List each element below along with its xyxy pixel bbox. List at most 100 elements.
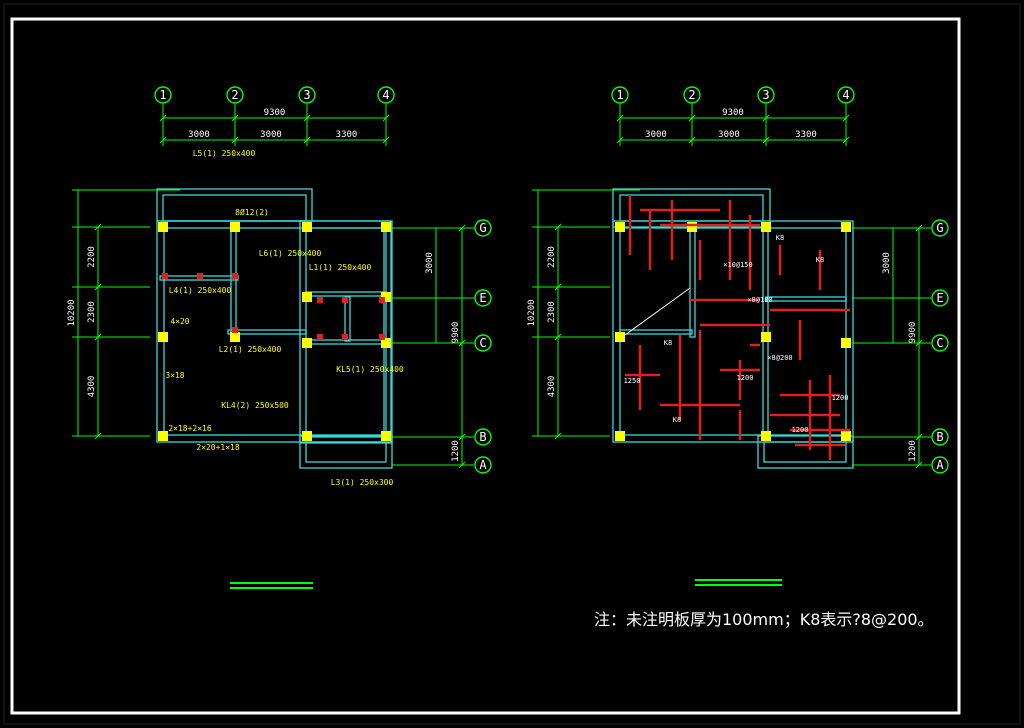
beam-label: L2(1) 250x400 bbox=[219, 345, 282, 354]
dim-tick bbox=[616, 114, 624, 122]
dim-span: 3000 bbox=[718, 130, 740, 140]
dim-tick bbox=[303, 136, 311, 144]
column bbox=[761, 332, 771, 342]
beam-label: KL5(1) 250x400 bbox=[336, 365, 404, 374]
column bbox=[687, 222, 697, 232]
beam-label: L4(1) 250x400 bbox=[169, 286, 232, 295]
dim-tick bbox=[231, 136, 239, 144]
dim-tick bbox=[458, 461, 466, 469]
dim-left-total: 10200 bbox=[527, 299, 537, 326]
wall bbox=[757, 435, 854, 469]
slab-label: K8 bbox=[776, 234, 784, 242]
slab-label: ×8@180 bbox=[747, 296, 772, 304]
dim-tick bbox=[915, 433, 923, 441]
wall bbox=[299, 435, 393, 469]
dim-span: 3000 bbox=[260, 130, 282, 140]
axis-bubble bbox=[474, 334, 492, 352]
axis-label: E bbox=[936, 291, 943, 305]
column bbox=[302, 292, 312, 302]
dim-tick bbox=[159, 136, 167, 144]
axis-bubble bbox=[757, 86, 775, 104]
slab-label: 1200 bbox=[792, 426, 809, 434]
column bbox=[381, 431, 391, 441]
axis-label: A bbox=[936, 458, 944, 472]
axis-label: B bbox=[936, 430, 943, 444]
dim-tick bbox=[554, 333, 562, 341]
rebar-dot bbox=[232, 327, 238, 333]
dim-right: 9900 bbox=[908, 322, 918, 344]
axis-bubble bbox=[837, 86, 855, 104]
axis-label: A bbox=[479, 458, 487, 472]
axis-bubble bbox=[474, 456, 492, 474]
rebar-dot bbox=[162, 273, 168, 279]
title-underline-left bbox=[230, 582, 313, 589]
drawing-frame-outer bbox=[3, 3, 1021, 725]
dim-left: 2300 bbox=[547, 301, 557, 323]
dim-left: 4300 bbox=[87, 376, 97, 398]
beam-label: 8Ø12(2) bbox=[235, 207, 269, 217]
dim-left: 2200 bbox=[547, 246, 557, 268]
wall bbox=[305, 441, 387, 463]
rebar-dot bbox=[317, 334, 323, 340]
column bbox=[302, 338, 312, 348]
axis-label: G bbox=[936, 221, 943, 235]
dim-tick bbox=[94, 223, 102, 231]
axis-bubble bbox=[298, 86, 316, 104]
dim-tick bbox=[303, 114, 311, 122]
wall bbox=[227, 329, 307, 335]
column bbox=[158, 222, 168, 232]
wall bbox=[763, 441, 847, 463]
slab-label: 1200 bbox=[832, 394, 849, 402]
dim-tick bbox=[688, 114, 696, 122]
dim-tick bbox=[159, 114, 167, 122]
dim-span: 3300 bbox=[336, 130, 358, 140]
wall bbox=[163, 227, 385, 436]
dim-tick bbox=[554, 283, 562, 291]
axis-label: 4 bbox=[842, 88, 849, 102]
opening-diagonal bbox=[624, 287, 691, 336]
dim-span: 3000 bbox=[188, 130, 210, 140]
column bbox=[230, 222, 240, 232]
column bbox=[302, 431, 312, 441]
dim-right: 1200 bbox=[451, 440, 461, 462]
dim-tick bbox=[762, 114, 770, 122]
beam-label: L6(1) 250x400 bbox=[259, 249, 322, 258]
rebar-dot bbox=[317, 297, 323, 303]
axis-bubble bbox=[611, 86, 629, 104]
axis-label: 3 bbox=[303, 88, 310, 102]
slab-label: K8 bbox=[816, 256, 824, 264]
wall bbox=[299, 220, 393, 444]
dim-left: 4300 bbox=[547, 376, 557, 398]
dim-tick bbox=[554, 223, 562, 231]
beam-label: 2×18+2×16 bbox=[168, 424, 212, 433]
rebar-dot bbox=[232, 273, 238, 279]
dim-tick bbox=[616, 136, 624, 144]
column bbox=[230, 332, 240, 342]
beam-label: 3×18 bbox=[165, 371, 184, 380]
dim-left: 2300 bbox=[87, 301, 97, 323]
axis-label: 4 bbox=[382, 88, 389, 102]
axis-label: 1 bbox=[616, 88, 623, 102]
column bbox=[381, 292, 391, 302]
dim-span: 3300 bbox=[795, 130, 817, 140]
column bbox=[381, 222, 391, 232]
column bbox=[841, 431, 851, 441]
axis-label: B bbox=[479, 430, 486, 444]
dim-tick bbox=[842, 136, 850, 144]
dim-tick bbox=[762, 136, 770, 144]
dim-tick bbox=[842, 114, 850, 122]
column bbox=[761, 431, 771, 441]
beam-label: 4×20 bbox=[170, 317, 189, 326]
beam-label: L5(1) 250x400 bbox=[193, 149, 256, 158]
slab-label: K8 bbox=[664, 339, 672, 347]
slab-label: 1200 bbox=[737, 374, 754, 382]
axis-bubble bbox=[474, 219, 492, 237]
axis-label: E bbox=[479, 291, 486, 305]
axis-label: 3 bbox=[762, 88, 769, 102]
wall bbox=[612, 220, 854, 443]
column bbox=[841, 222, 851, 232]
dim-tick bbox=[915, 461, 923, 469]
dim-right: 3000 bbox=[425, 252, 435, 274]
